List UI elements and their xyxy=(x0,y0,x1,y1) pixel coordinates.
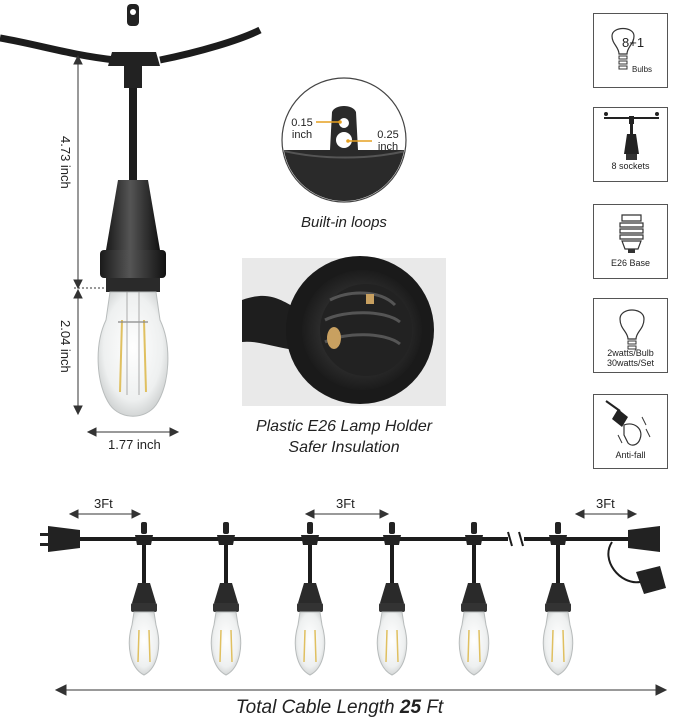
bulb-count-label: Bulbs xyxy=(632,65,653,74)
watts-label: 2watts/Bulb 30watts/Set xyxy=(594,348,667,368)
bulb-count-number: 8+1 xyxy=(622,35,645,50)
holder-caption-line1: Plastic E26 Lamp Holder xyxy=(255,418,433,435)
mini-bulb xyxy=(542,522,574,676)
sockets-icon xyxy=(604,112,659,160)
loop-caption: Built-in loops xyxy=(301,214,387,231)
feature-box-bulbs: 8+1 Bulbs xyxy=(593,13,668,88)
feature-box-sockets: 8 sockets xyxy=(593,107,668,182)
feature-box-e26: E26 Base xyxy=(593,204,668,279)
mini-bulb xyxy=(376,522,408,676)
loop-small-label: 0.15 inch xyxy=(284,117,320,141)
loop-large-text: 0.25 inch xyxy=(377,129,399,153)
antifall-label: Anti-fall xyxy=(615,450,646,460)
loop-detail-illustration xyxy=(281,77,407,203)
feature-box-watts: 2watts/Bulb 30watts/Set xyxy=(593,298,668,373)
holder-caption: Plastic E26 Lamp Holder Safer Insulation xyxy=(222,416,466,458)
spacing-right-label: 3Ft xyxy=(596,496,615,511)
bulb-count-icon xyxy=(611,27,635,70)
total-cable-length: Total Cable Length 25 Ft xyxy=(0,697,679,719)
mini-bulb xyxy=(458,522,490,676)
cable-value: 25 xyxy=(399,697,422,718)
mini-bulb xyxy=(210,522,242,676)
loop-small-text: 0.15 inch xyxy=(291,117,313,141)
dimension-lines xyxy=(73,54,180,437)
cable-prefix: Total Cable Length xyxy=(235,697,395,718)
feature-box-antifall: Anti-fall xyxy=(593,394,668,469)
e26-base-icon xyxy=(619,214,644,253)
loop-large-label: 0.25 inch xyxy=(370,129,406,153)
cable-unit: Ft xyxy=(426,697,444,718)
mini-bulb xyxy=(294,522,326,676)
holder-caption-line2: Safer Insulation xyxy=(288,439,400,456)
lamp-holder-photo xyxy=(242,256,446,406)
bulb-watt-icon xyxy=(619,309,645,350)
bulb-height-label: 2.04 inch xyxy=(58,320,73,373)
mini-bulbs xyxy=(128,522,574,676)
large-bulb-illustration xyxy=(0,4,262,417)
watts-per-set: 30watts/Set xyxy=(606,358,655,368)
e26-label: E26 Base xyxy=(610,258,651,268)
bulb-width-label: 1.77 inch xyxy=(108,437,161,452)
anti-fall-icon xyxy=(605,400,651,446)
string-light-schematic xyxy=(40,526,666,594)
spacing-left-label: 3Ft xyxy=(94,496,113,511)
spacing-middle-label: 3Ft xyxy=(336,496,355,511)
watts-per-bulb: 2watts/Bulb xyxy=(607,348,654,358)
total-height-label: 4.73 inch xyxy=(58,136,73,189)
mini-bulb xyxy=(128,522,160,676)
sockets-label: 8 sockets xyxy=(611,161,650,171)
spacing-arrows xyxy=(54,509,668,696)
